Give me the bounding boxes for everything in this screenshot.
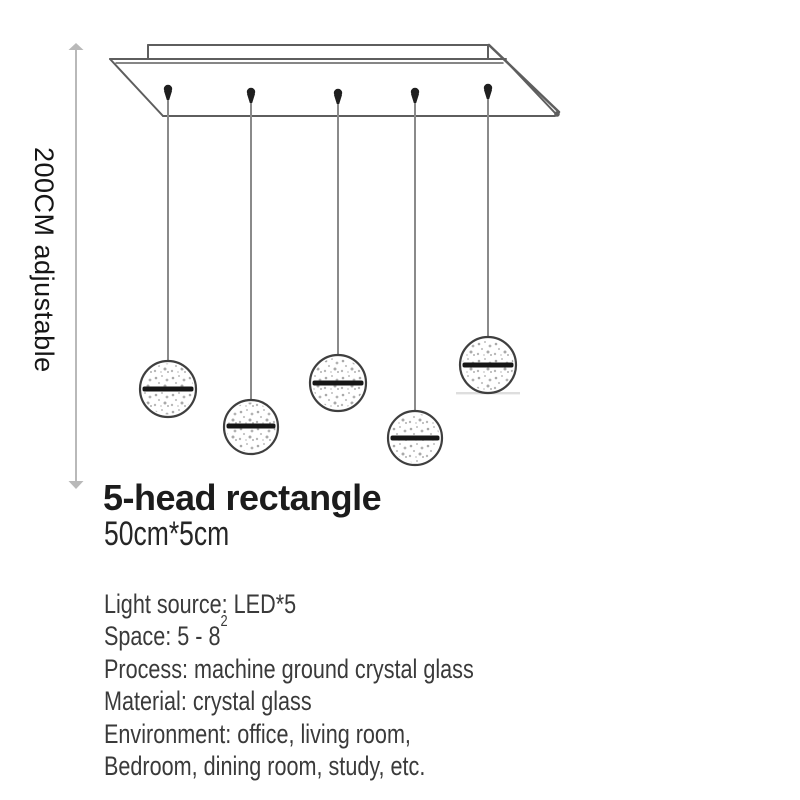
- plate-left-slant: [109, 58, 164, 117]
- spec-environment-line2: Bedroom, dining room, study, etc.: [104, 751, 426, 782]
- spec-light-source: Light source: LED*5: [104, 589, 297, 619]
- arrow-down-icon: [68, 481, 84, 489]
- spec-material: Material: crystal glass: [104, 686, 312, 717]
- arrow-up-icon: [68, 43, 84, 50]
- spec-environment-line1: Environment: office, living room,: [104, 718, 411, 749]
- height-dimension-line: [68, 43, 84, 489]
- cord-connector: [333, 88, 343, 104]
- crystal-ball: [222, 398, 280, 456]
- plate-corner-dot: [554, 111, 560, 117]
- spec-space: Space: 5 - 82: [104, 614, 600, 652]
- cord-connector: [246, 87, 256, 103]
- plate-right-slant-outer: [487, 43, 561, 114]
- spec-space-exponent: 2: [220, 613, 228, 631]
- crystal-ball: [308, 353, 368, 413]
- cord-connectors: [163, 83, 493, 104]
- pendant-cords: [167, 98, 489, 412]
- crystal-ball: [138, 359, 198, 419]
- cord-connector: [163, 84, 173, 100]
- cord-connector: [410, 87, 420, 103]
- spec-list: Light source: LED*5 Space: 5 - 82 Proces…: [104, 588, 600, 782]
- ceiling-plate: [109, 43, 561, 117]
- crystal-ball: [386, 409, 444, 467]
- spec-process: Process: machine ground crystal glass: [104, 653, 474, 684]
- cord-connector: [483, 83, 493, 99]
- product-size: 50cm*5cm: [104, 515, 230, 553]
- crystal-balls: [138, 335, 518, 467]
- plate-right-slant-inner: [505, 60, 557, 115]
- product-title: 5-head rectangle: [103, 477, 382, 518]
- crystal-ball: [458, 335, 518, 395]
- spec-space-text: Space: 5 - 8: [104, 621, 221, 652]
- dimension-label: 200CM adjustable: [29, 147, 59, 373]
